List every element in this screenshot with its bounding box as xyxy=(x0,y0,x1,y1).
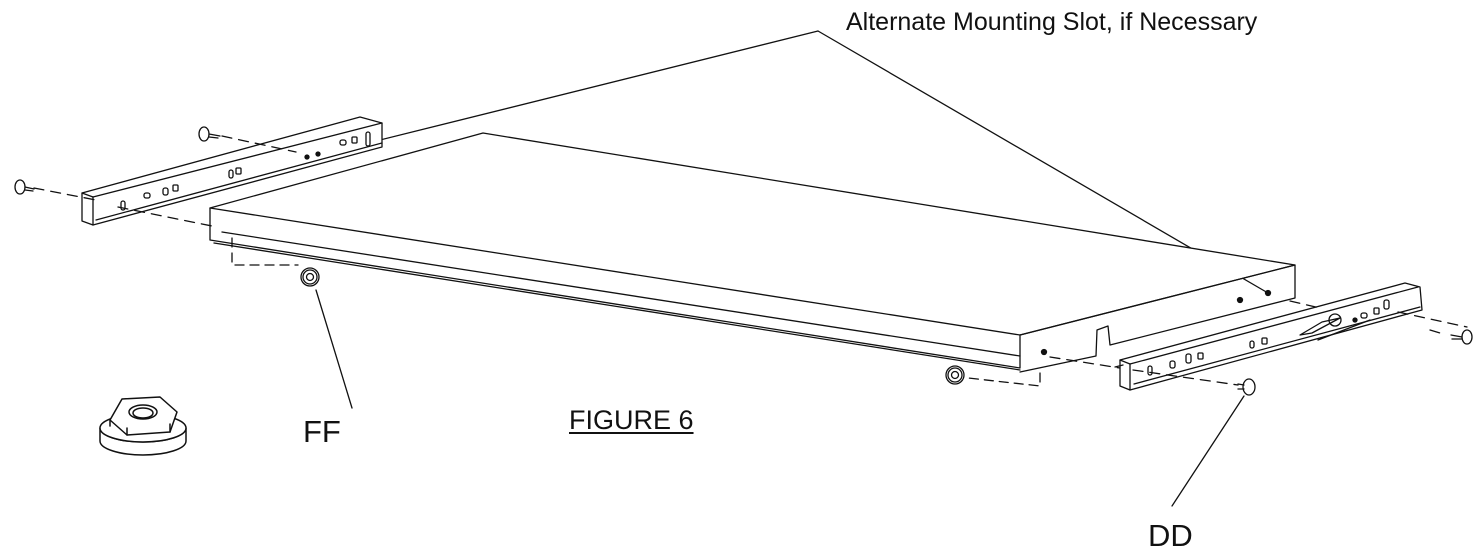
screw-left-top xyxy=(198,126,221,142)
label-dd: DD xyxy=(1148,518,1193,553)
ff-leader xyxy=(315,289,353,409)
figure-caption: FIGURE 6 xyxy=(569,405,694,435)
nut-right xyxy=(945,365,965,385)
left-slide-rail xyxy=(81,116,383,226)
dd-leader xyxy=(1171,395,1245,507)
alignment-lines xyxy=(33,135,1468,386)
shelf-top-surface xyxy=(209,132,1296,336)
label-ff: FF xyxy=(303,414,341,449)
nut-ff xyxy=(300,267,320,287)
callout-alternate-mounting-slot: Alternate Mounting Slot, if Necessary xyxy=(846,8,1258,36)
flange-nut-detail xyxy=(99,396,187,456)
shelf-front-flange xyxy=(209,207,1021,369)
shelf-panel xyxy=(209,132,1296,387)
right-slide-rail xyxy=(1114,282,1423,391)
screw-right-top xyxy=(1450,329,1473,345)
screw-dd xyxy=(1237,378,1256,396)
screw-left-bottom xyxy=(14,179,35,195)
shelf-right-flange xyxy=(1019,264,1296,373)
